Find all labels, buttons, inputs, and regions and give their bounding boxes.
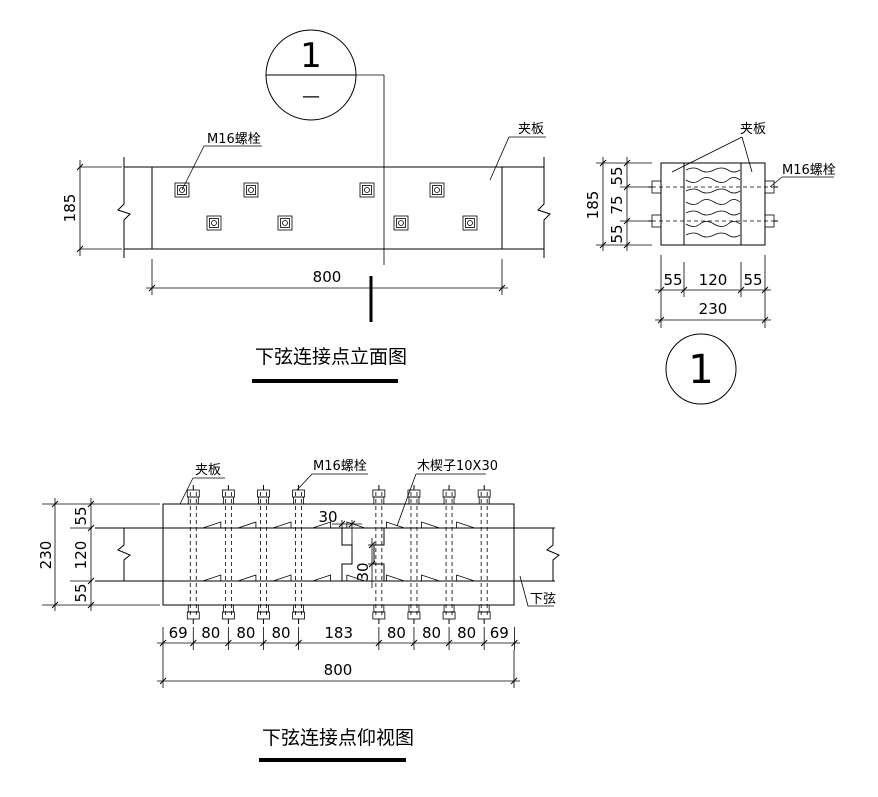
spacing-dim-label: 69 [490,624,509,642]
bolt-icon [257,485,270,624]
spacing-dim-label: 80 [236,624,255,642]
bottom-vert-dim-3: 55 [72,583,90,602]
spacing-dim-label: 69 [169,624,188,642]
wedge-icon [312,521,331,582]
section-plate-label: 夹板 [740,122,766,137]
elevation-bolt-label: M16螺栓 [207,132,261,147]
bottom-bolt-label: M16螺栓 [313,459,367,474]
spacing-dim-label: 80 [201,624,220,642]
chord-elevation [117,157,551,258]
elevation-plate-label: 夹板 [518,122,544,137]
wedge-icon [237,521,257,582]
bolt-icon [477,485,491,624]
bolt-icon [407,485,421,624]
bottom-wedge-label: 木楔子10X30 [417,459,498,474]
bottom-view: 夹板 M16螺栓 木楔子10X30 下弦 30 30 [37,459,560,762]
section-bolts [648,180,778,228]
bolt-icon [442,485,456,624]
bolt-icon [393,215,409,231]
section-view: 夹板 M16螺栓 185 55 75 55 [584,122,836,405]
elevation-length-value: 800 [313,268,342,286]
bottom-length-dimension: 800 [157,650,520,688]
bottom-gap-dim-2: 30 [354,562,372,581]
bottom-title: 下弦连接点仰视图 [262,727,414,749]
section-mark-number: 1 [300,36,322,76]
spacing-dim-label: 80 [387,624,406,642]
section-horiz-dim-3: 55 [743,271,762,289]
section-vertical-dimensions: 185 55 75 55 [584,157,652,251]
spacing-dim-label: 80 [422,624,441,642]
bolt-icon [292,485,305,624]
bolt-icon [429,182,445,198]
elevation-height-value: 185 [61,194,79,223]
section-vert-dim-2: 75 [608,195,626,214]
bolt-icon [243,182,259,198]
section-bolt-label: M16螺栓 [782,163,836,178]
section-horizontal-dimensions: 55 120 55 230 [655,255,771,328]
bottom-gap-dimensions: 30 30 [318,508,378,588]
bottom-length-value: 800 [324,661,353,679]
spacing-dim-label: 80 [457,624,476,642]
bolt-icon [372,485,386,624]
elevation-length-dimension: 800 [146,259,508,295]
bottom-chord-label: 下弦 [530,591,556,607]
bottom-vert-dim-2: 120 [72,541,90,570]
section-vert-dim-3: 55 [608,224,626,243]
spacing-dim-label: 80 [271,624,290,642]
bolt-icon [277,215,293,231]
bottom-height-value: 230 [37,541,55,570]
bottom-vert-dim-1: 55 [72,506,90,525]
section-horiz-dim-1: 55 [663,271,682,289]
bottom-gap-dim-1: 30 [318,508,337,526]
wedge-icon [421,521,440,582]
bolt-icon [221,485,235,624]
section-number: 1 [688,347,713,393]
elevation-height-dimension: 185 [61,160,122,256]
bottom-vertical-dimensions: 230 55 120 55 [37,498,160,611]
section-height-value: 185 [584,191,602,220]
bottom-bolts [186,485,491,624]
elevation-title: 下弦连接点立面图 [255,346,407,368]
wedge-icon [346,521,365,582]
wedge-icon [386,521,405,582]
elevation-view: 1 — [61,29,551,383]
bottom-spacing-dimensions: 69 80 80 80 183 80 80 80 69 [157,624,520,650]
bolt-icon [206,215,222,231]
section-width-value: 230 [699,300,728,318]
wedge-icon [456,521,475,582]
bolt-icon [186,485,200,624]
section-vert-dim-1: 55 [608,166,626,185]
section-horiz-dim-2: 120 [699,271,728,289]
bolt-icon [359,182,375,198]
elevation-bolts [174,182,478,231]
bolt-icon [462,215,478,231]
spacing-dim-label: 183 [324,624,353,642]
section-cut-marker: 1 — [265,29,385,322]
wedge-icon [272,521,292,582]
wood-grain [685,167,741,238]
bottom-plate-label: 夹板 [195,463,221,478]
section-mark-sub: — [302,86,320,107]
wedge-icon [202,521,222,582]
